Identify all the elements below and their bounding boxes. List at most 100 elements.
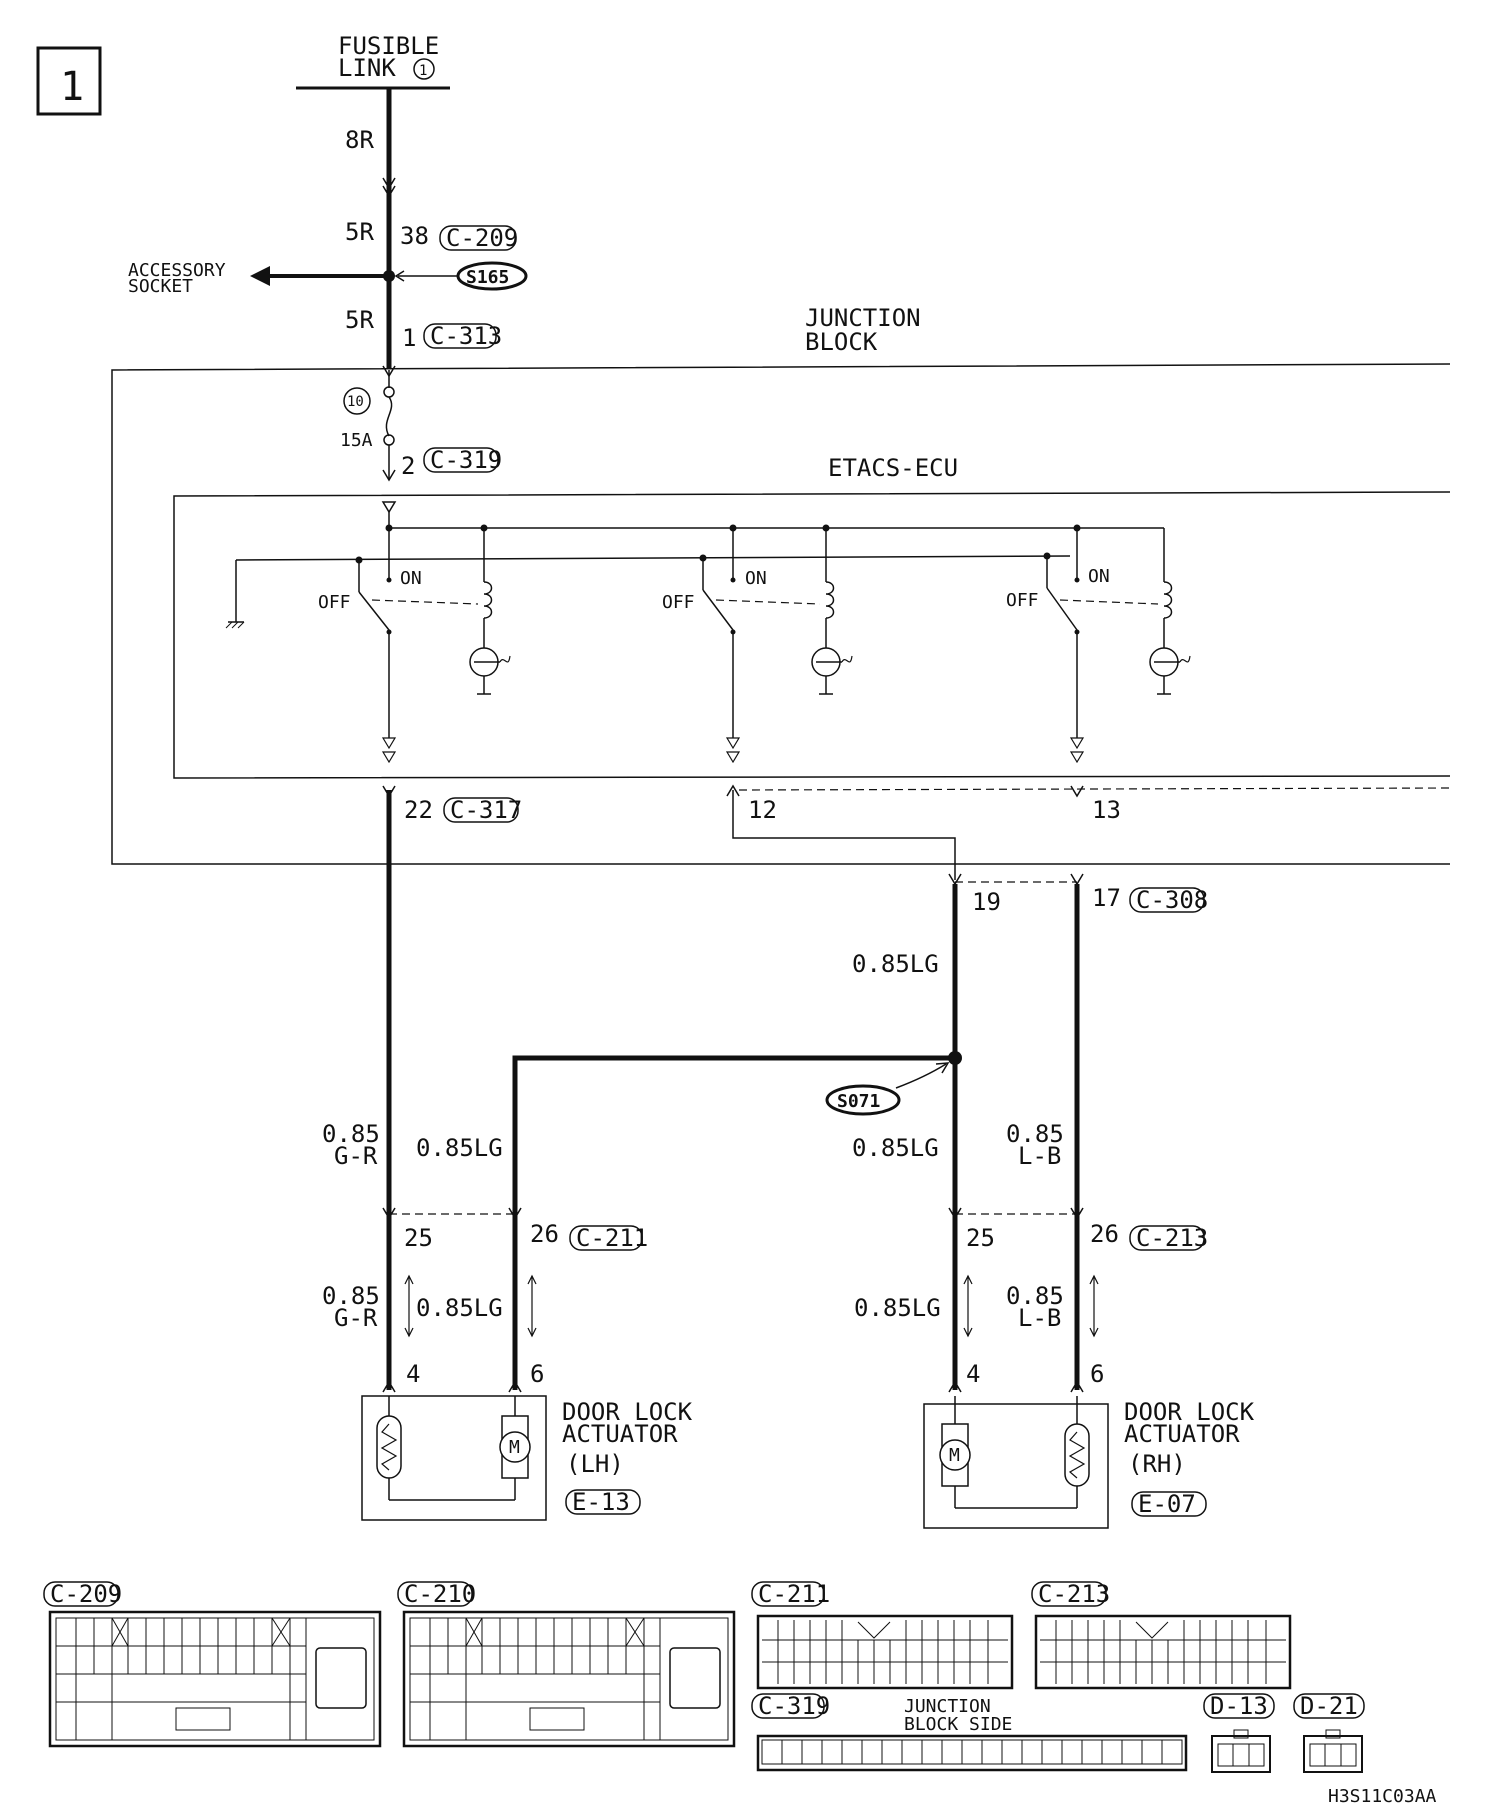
connector-arrow [1070, 1207, 1084, 1220]
switch-off-label-3: OFF [1006, 590, 1039, 611]
fusible-link-label-2: LINK [338, 54, 396, 82]
connector-arrow [382, 1380, 396, 1393]
s165-badge [456, 261, 528, 291]
lh-pin-4: 4 [406, 1360, 420, 1388]
d21-view-badge [1293, 1693, 1365, 1719]
rh-actuator-title: DOOR LOCK [1124, 1398, 1255, 1426]
pin-13-label: 13 [1092, 796, 1121, 824]
connector-arrow [1070, 1380, 1084, 1393]
c213-badge [1129, 1225, 1205, 1251]
figure-code: H3S11C03AA [1328, 1786, 1437, 1807]
ground-symbol [225, 621, 245, 629]
lh-thermistor [376, 1396, 402, 1500]
connector-arrow [726, 784, 740, 797]
gr-size-label: 0.85 [322, 1120, 380, 1148]
splice-s071-dot [948, 1051, 962, 1065]
fusible-link-label: FUSIBLE [338, 32, 439, 60]
e13-badge [565, 1489, 641, 1515]
d21-connector-face [1303, 1729, 1363, 1773]
c213-label: C-213 [1136, 1224, 1208, 1252]
door-lock-actuator-rh [923, 1403, 1109, 1529]
c313-badge [423, 323, 497, 349]
c209-pin-label: 38 [400, 222, 429, 250]
c317-pin-label: 22 [404, 796, 433, 824]
accessory-socket-label-2: SOCKET [128, 276, 193, 297]
connector-arrow [382, 185, 396, 198]
fuse-terminal-bottom [383, 434, 395, 446]
relay-channel-2 [699, 524, 853, 764]
fuse-terminal-top [383, 386, 395, 398]
lh-actuator-title: DOOR LOCK [562, 1398, 693, 1426]
c213-view-badge [1031, 1581, 1107, 1607]
c319-pin-label: 2 [401, 452, 415, 480]
lg-wire-label-rh: 0.85LG [852, 1134, 939, 1162]
c211-view-badge [751, 1581, 825, 1607]
s165-label: S165 [466, 267, 509, 288]
lg-wire-label-lh: 0.85LG [416, 1134, 503, 1162]
wire-8r-label: 8R [345, 126, 374, 154]
wire-5r-label: 5R [345, 218, 374, 246]
fuse-number: 10 [347, 394, 364, 410]
e07-badge [1131, 1491, 1207, 1517]
fuse-rating: 15A [340, 430, 373, 451]
connector-arrow [948, 1380, 962, 1393]
connector-arrow [508, 1380, 522, 1393]
lb-size-label-lower: 0.85 [1006, 1282, 1064, 1310]
door-lock-actuator-lh [361, 1395, 547, 1521]
gr-size-label-lower: 0.85 [322, 1282, 380, 1310]
connector-arrow [382, 469, 396, 482]
fuse-link [385, 396, 393, 437]
lh-actuator-side: (LH) [566, 1450, 624, 1478]
c308-label: C-308 [1136, 886, 1208, 914]
c211-view-label: C-211 [758, 1580, 830, 1608]
d13-view-badge [1203, 1693, 1275, 1719]
c317-label: C-317 [450, 796, 522, 824]
rh-actuator-title-2: ACTUATOR [1124, 1420, 1240, 1448]
e13-label: E-13 [572, 1488, 630, 1516]
lh-lg-wire [512, 1055, 955, 1390]
accessory-socket-label: ACCESSORY [128, 260, 226, 281]
fusible-link-number: 1 [419, 63, 427, 79]
c313-label: C-313 [430, 322, 502, 350]
c213-connector-face [1034, 1614, 1292, 1690]
relay-channel-1 [355, 524, 511, 764]
accessory-arrow [250, 266, 270, 286]
c209-view-badge [43, 1581, 119, 1607]
c313-pin-label: 1 [402, 324, 416, 352]
ecu-input-terminal [381, 501, 397, 514]
junction-block-title: JUNCTION [805, 304, 921, 332]
switch-on-label-2: ON [745, 568, 767, 589]
lg-wire-label-rh-lower: 0.85LG [854, 1294, 941, 1322]
rh-pin-6: 6 [1090, 1360, 1104, 1388]
s071-pointer-head [935, 1062, 950, 1074]
connector-arrow [508, 1207, 522, 1220]
c213-pin-26: 26 [1090, 1220, 1119, 1248]
lh-motor [499, 1396, 531, 1500]
c319-label: C-319 [430, 446, 502, 474]
relay-channel-3 [1043, 524, 1191, 764]
splice-s165-dot [383, 270, 395, 282]
page-marker: 1 [60, 64, 84, 110]
e07-label: E-07 [1138, 1490, 1196, 1518]
c213-view-label: C-213 [1038, 1580, 1110, 1608]
c319-view-label: C-319 [758, 1692, 830, 1720]
lb-color-label: L-B [1018, 1142, 1061, 1170]
c211-pin-26: 26 [530, 1220, 559, 1248]
lg-wire-label-trunk: 0.85LG [852, 950, 939, 978]
s071-label: S071 [837, 1091, 880, 1112]
s165-pointer-head [394, 270, 405, 282]
lb-size-label: 0.85 [1006, 1120, 1064, 1148]
etacs-ecu-title: ETACS-ECU [828, 454, 958, 482]
harness-length-arrow [527, 1274, 537, 1338]
c319-side-label: JUNCTION [904, 1696, 991, 1717]
c209-connector-face [48, 1610, 382, 1748]
connector-arrow [948, 1207, 962, 1220]
pin-17-label: 17 [1092, 884, 1121, 912]
fusible-link-number-circle [413, 58, 435, 80]
c209-view-label: C-209 [50, 1580, 122, 1608]
lh-motor-symbol: M [509, 1437, 520, 1458]
c211-badge [569, 1225, 643, 1251]
page-marker-box [36, 46, 102, 116]
c319-connector-face [756, 1734, 1188, 1772]
